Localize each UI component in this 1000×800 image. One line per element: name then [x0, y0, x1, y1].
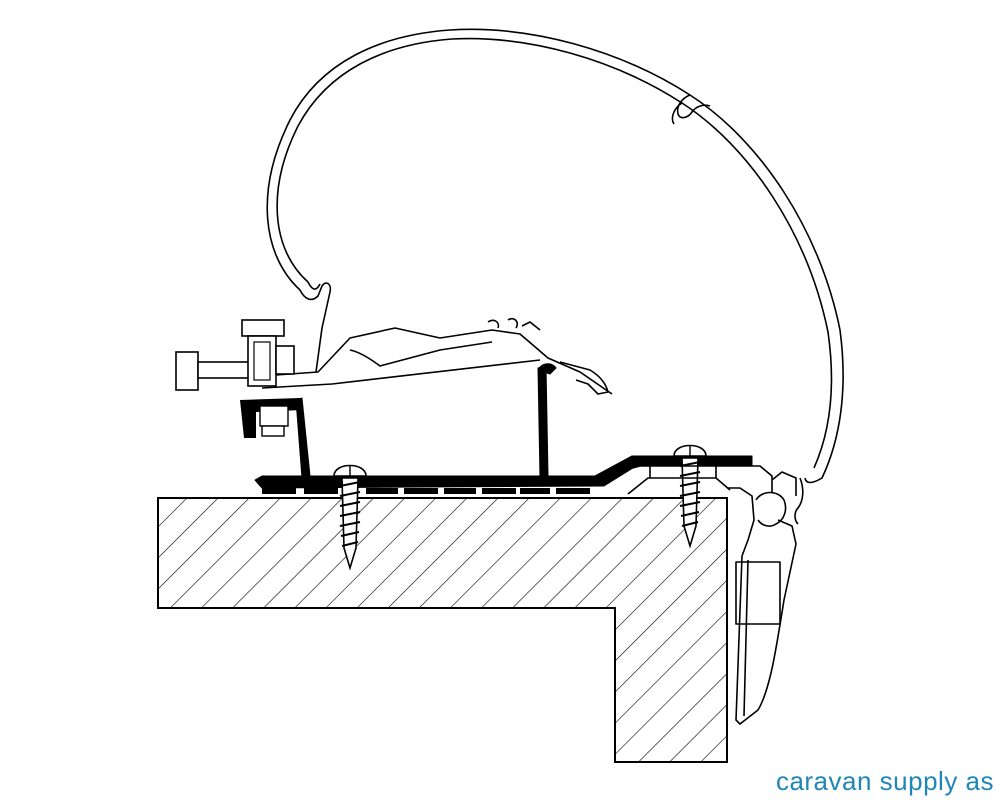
black-mounting-rail — [254, 363, 753, 489]
wood-screw-icon — [673, 444, 707, 549]
brand-watermark: caravan supply as — [775, 766, 994, 796]
vehicle-edge-profile — [623, 465, 804, 725]
adapter-rail-profile — [261, 317, 613, 395]
base-detail-lines — [594, 465, 631, 487]
wood-screw-icon — [333, 464, 367, 571]
rail-teeth — [262, 488, 590, 494]
hex-bolt-icon — [175, 319, 302, 438]
awning-cassette-housing — [266, 28, 844, 484]
roof-wall-section — [157, 497, 728, 763]
